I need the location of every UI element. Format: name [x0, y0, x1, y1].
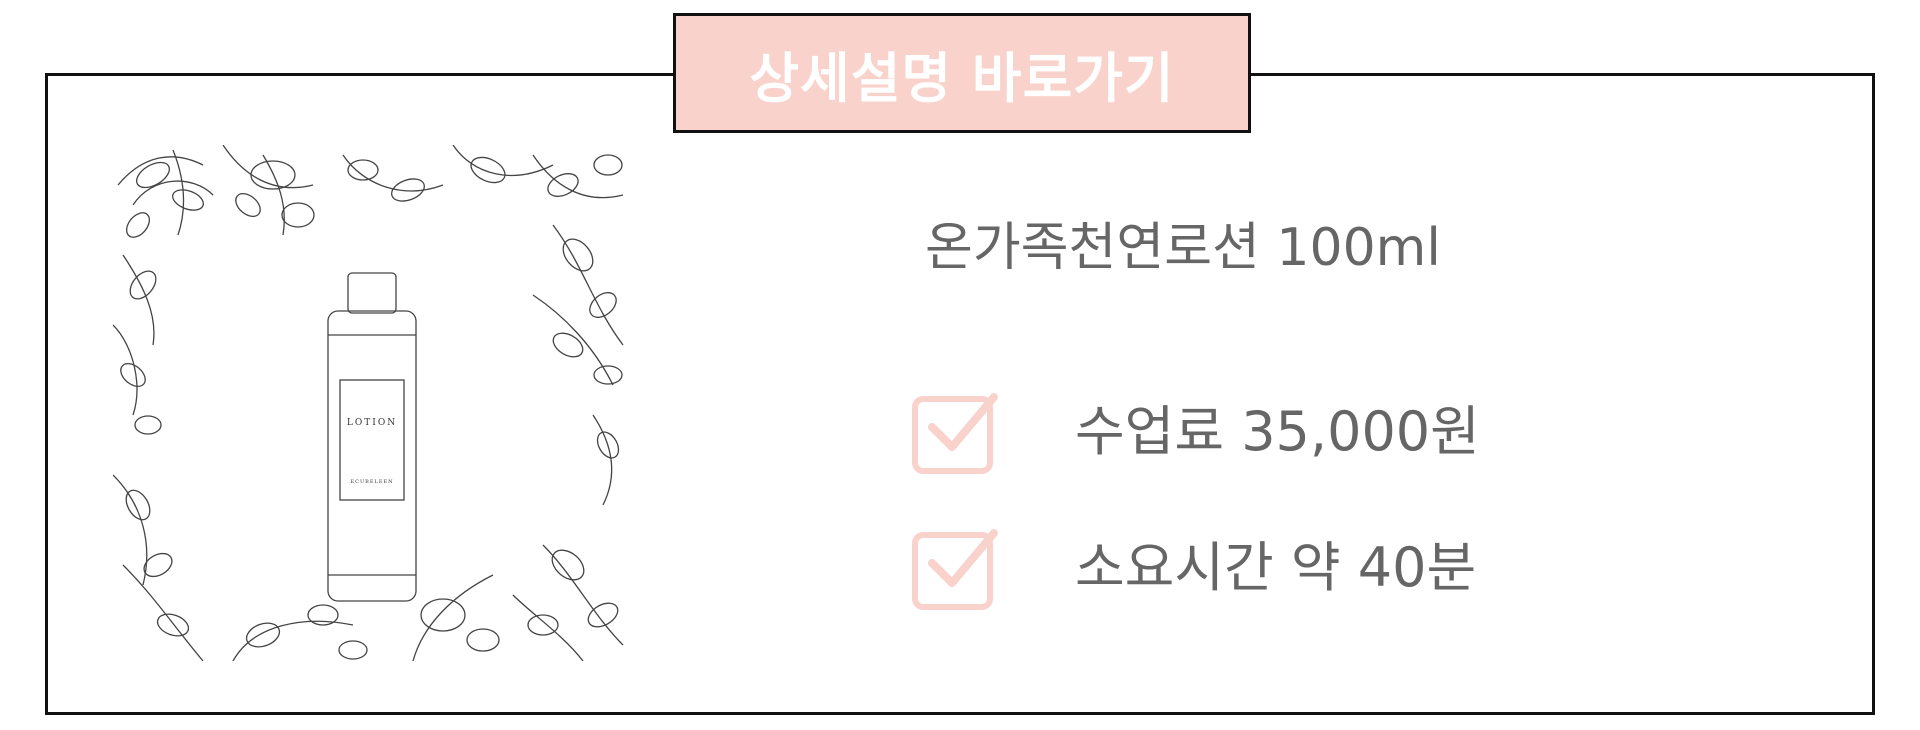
product-image: LOTION ECUBELEEN: [113, 145, 629, 661]
detail-text: 소요시간 약 40분: [1075, 536, 1477, 599]
leaf-decoration: [113, 145, 624, 661]
checkbox-checked-icon: [912, 393, 998, 474]
bottle-label-text: LOTION: [347, 418, 397, 428]
detail-row-duration: 소요시간 약 40분: [910, 523, 1476, 613]
detail-row-price: 수업료 35,000원: [910, 387, 1480, 477]
bottle-brand-text: ECUBELEEN: [350, 479, 393, 485]
detail-link-label: 상세설명 바로가기: [749, 46, 1175, 110]
detail-link-button[interactable]: 상세설명 바로가기: [673, 13, 1251, 133]
product-title: 온가족천연로션 100ml: [925, 218, 1441, 278]
lotion-bottle-illustration: LOTION ECUBELEEN: [113, 145, 624, 661]
detail-text: 수업료 35,000원: [1075, 400, 1480, 463]
checkbox-checked-icon: [912, 529, 998, 610]
